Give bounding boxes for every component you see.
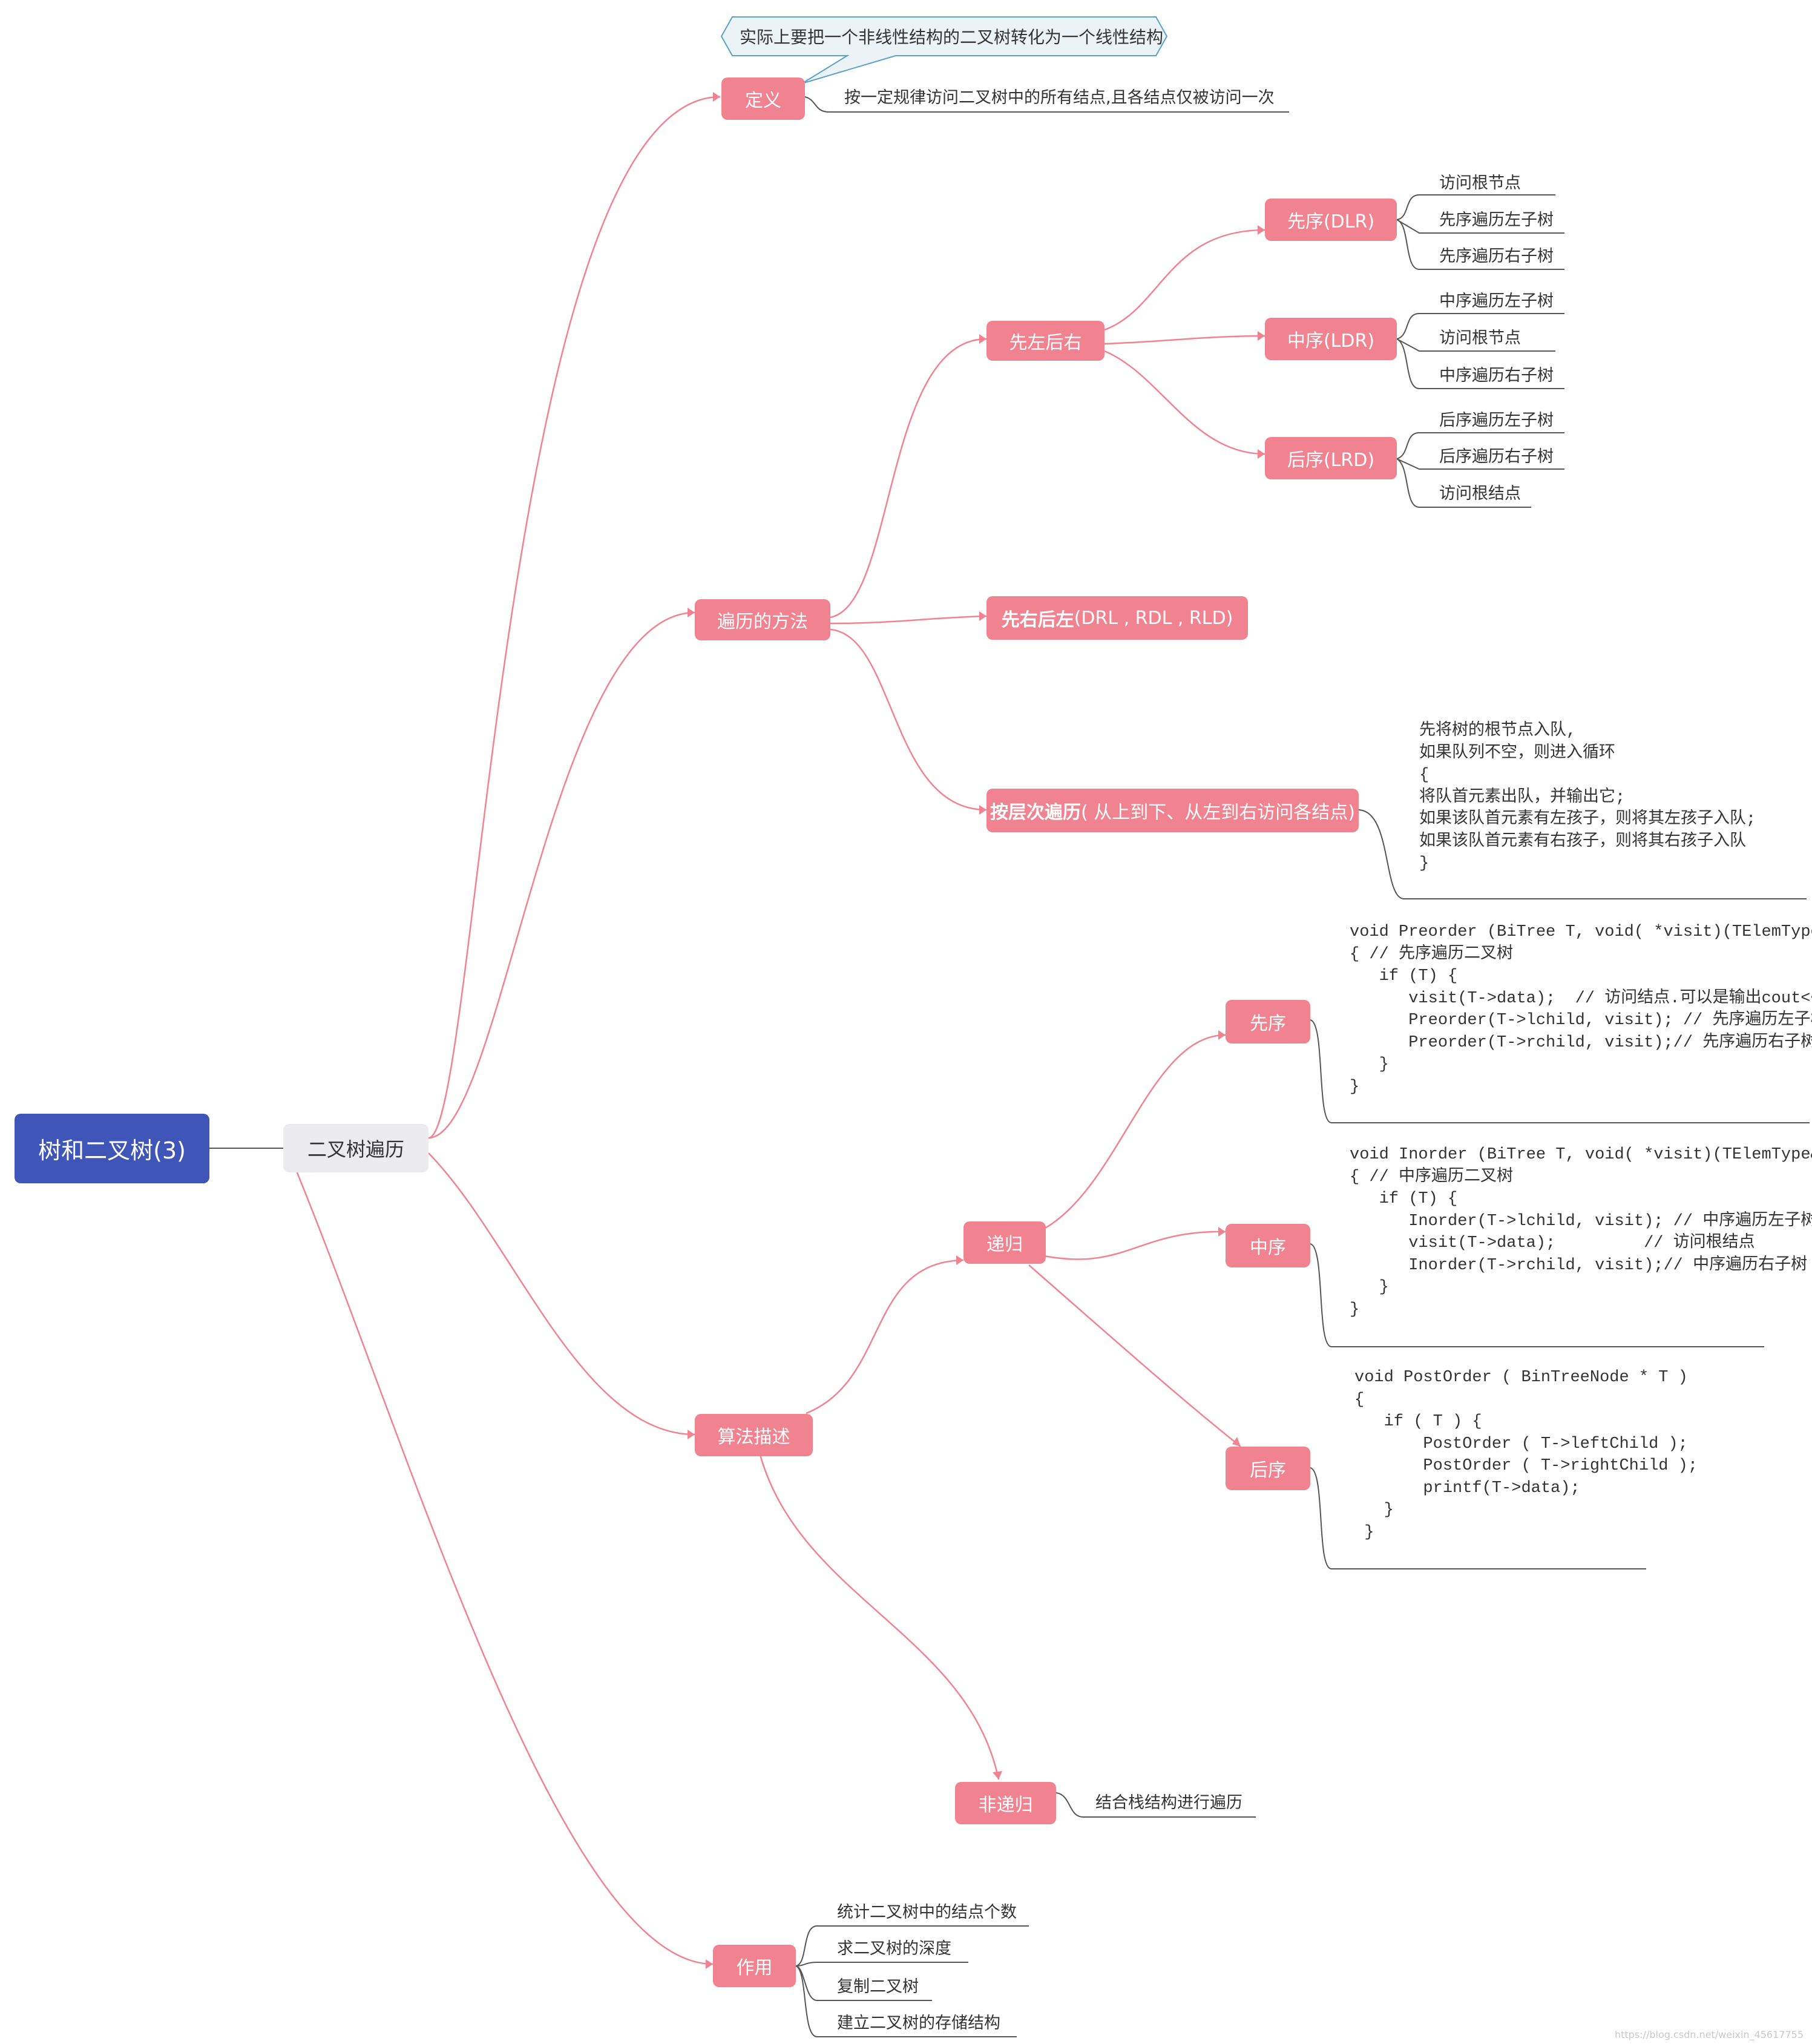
arrowhead [1232,1437,1241,1447]
arrowhead [1218,1030,1226,1040]
arrowhead [979,334,986,344]
arrowhead [1218,1227,1226,1237]
definition-callout-shape [720,16,1168,84]
usage-item-4: 建立二叉树的存储结构 [837,2014,1000,2032]
postorder-label: 后序(LRD) [1287,450,1375,471]
link-methods-level [830,628,987,811]
root-node[interactable]: 树和二叉树(3) [15,1114,209,1183]
recursive-label: 递归 [986,1234,1023,1255]
link-in-steps [1396,313,1564,389]
definition-text: 按一定规律访问二叉树中的所有结点,且各结点仅被访问一次 [844,88,1275,107]
rec-preorder-label: 先序 [1250,1013,1286,1034]
link-methods-rightfirst [830,615,987,625]
preorder-step-2: 先序遍历左子树 [1439,211,1554,229]
definition-callout: 实际上要把一个非线性结构的二叉树转化为一个线性结构 [740,27,1164,47]
left-first-label: 先左后右 [1009,332,1082,353]
preorder-label: 先序(DLR) [1287,211,1375,232]
arrowhead [713,92,720,102]
link-recursive-pre [1043,1034,1226,1230]
link-leftfirst-post [1104,350,1265,455]
link-main-usage [295,1171,714,1965]
link-recursive-in [1043,1231,1226,1260]
arrowhead [979,805,986,815]
preorder-code: void Preorder (BiTree T, void( *visit)(T… [1350,923,1812,1096]
level-label-bold: 按层次遍历 [990,802,1082,823]
inorder-label: 中序(LDR) [1287,330,1375,352]
rec-inorder-label: 中序 [1250,1237,1286,1258]
inorder-step-3: 中序遍历右子树 [1439,366,1554,385]
postorder-node[interactable]: 后序(LRD) [1265,437,1397,479]
rec-inorder-node[interactable]: 中序 [1226,1224,1310,1267]
recursive-node[interactable]: 递归 [963,1221,1046,1264]
arrowhead [688,1430,695,1439]
level-order-text: 先将树的根节点入队, 如果队列不空，则进入循环 { 将队首元素出队，并输出它; … [1419,722,1756,873]
right-first-label-rest: (DRL , RDL , RLD) [1074,607,1233,629]
link-leftfirst-pre [1104,229,1265,331]
link-pre-code [1310,1019,1810,1123]
usage-item-1: 统计二叉树中的结点个数 [837,1903,1017,1922]
link-methods-leftfirst [830,338,987,619]
inorder-code: void Inorder (BiTree T, void( *visit)(TE… [1350,1146,1812,1319]
rec-postorder-node[interactable]: 后序 [1226,1447,1310,1490]
arrowhead [993,1771,1002,1779]
link-algorithm-recursive [806,1259,964,1415]
preorder-step-3: 先序遍历右子树 [1439,247,1554,266]
usage-item-2: 求二叉树的深度 [837,1939,951,1958]
preorder-step-1: 访问根节点 [1439,174,1521,192]
rec-postorder-label: 后序 [1250,1460,1286,1481]
algorithm-label: 算法描述 [717,1427,790,1448]
link-post-code [1310,1467,1646,1569]
main-topic[interactable]: 二叉树遍历 [283,1124,428,1172]
level-order-node[interactable]: 按层次遍历( 从上到下、从左到右访问各结点) [986,789,1359,832]
arrowhead [1258,449,1265,459]
arrowhead [956,1255,963,1265]
postorder-step-3: 访问根结点 [1439,484,1521,503]
right-first-label-bold: 先右后左 [1001,610,1074,631]
arrowhead [706,1959,713,1969]
postorder-step-1: 后序遍历左子树 [1439,411,1554,430]
watermark: https://blog.csdn.net/weixin_45617755 [1614,2029,1804,2040]
inorder-node[interactable]: 中序(LDR) [1265,318,1397,360]
methods-node[interactable]: 遍历的方法 [695,599,830,640]
usage-label: 作用 [736,1957,773,1979]
right-first-node[interactable]: 先右后左 (DRL , RDL , RLD) [986,596,1248,640]
preorder-node[interactable]: 先序(DLR) [1265,199,1397,241]
usage-item-3: 复制二叉树 [837,1977,919,1996]
usage-node[interactable]: 作用 [713,1945,796,1987]
postorder-code: void PostOrder ( BinTreeNode * T ) { if … [1354,1369,1698,1542]
main-label: 二叉树遍历 [307,1138,404,1161]
link-in-code [1310,1243,1764,1347]
rec-preorder-node[interactable]: 先序 [1226,1000,1310,1043]
arrowhead [1258,331,1265,341]
link-leftfirst-in [1104,335,1265,345]
methods-label: 遍历的方法 [717,611,808,633]
link-definition-text [804,96,1289,113]
left-first-node[interactable]: 先左后右 [986,321,1105,361]
algorithm-node[interactable]: 算法描述 [695,1414,813,1456]
inorder-step-1: 中序遍历左子树 [1439,292,1554,311]
non-recursive-label: 非递归 [978,1795,1033,1816]
link-main-methods [428,611,695,1139]
inorder-step-2: 访问根节点 [1439,329,1521,347]
arrowhead [1258,225,1265,235]
link-post-steps [1396,432,1564,508]
link-pre-steps [1396,194,1564,270]
link-main-definition [428,96,721,1139]
root-label: 树和二叉树(3) [38,1137,186,1164]
arrowhead [979,611,986,621]
definition-label: 定义 [745,90,781,111]
link-level-text [1358,809,1807,899]
arrowhead [688,608,695,617]
link-algorithm-nonrecursive [758,1452,1000,1780]
link-usage-items [795,1925,1029,2037]
non-recursive-node[interactable]: 非递归 [955,1782,1056,1824]
non-recursive-text: 结合栈结构进行遍历 [1095,1793,1242,1812]
link-nonrec-text [1055,1792,1256,1818]
postorder-step-2: 后序遍历右子树 [1439,447,1554,466]
level-label-rest: ( 从上到下、从左到右访问各结点) [1081,802,1355,823]
link-recursive-post [1028,1264,1241,1447]
link-main-algorithm [428,1152,695,1436]
definition-node[interactable]: 定义 [721,77,805,120]
